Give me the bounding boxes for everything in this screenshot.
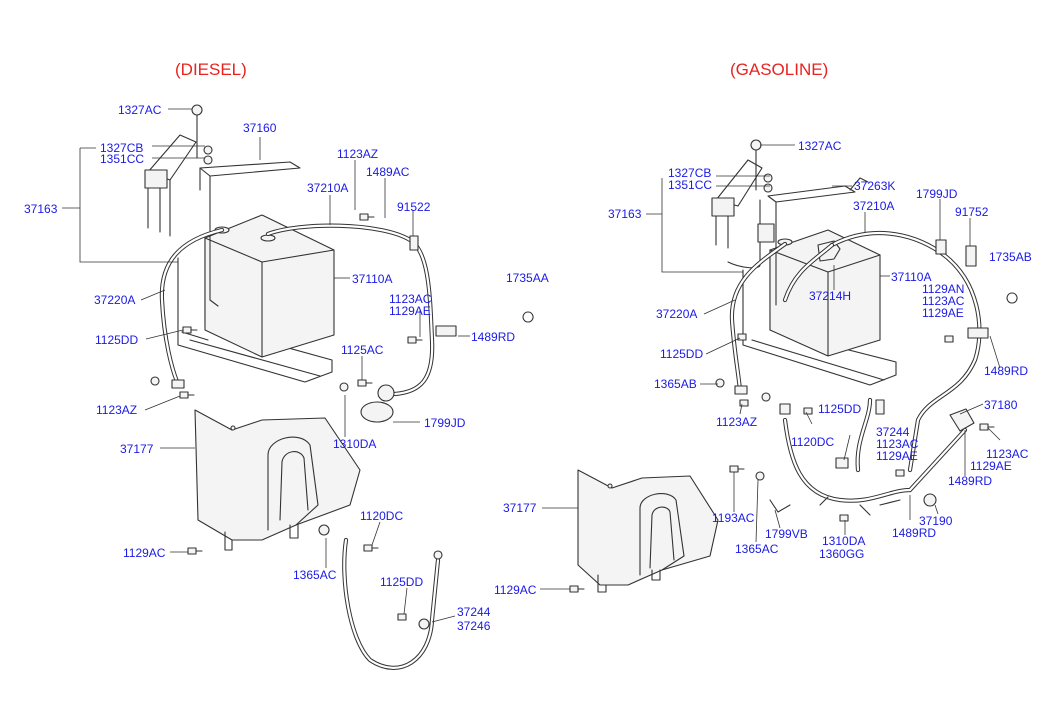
diesel-bolt-1327ac <box>191 104 213 165</box>
label-37180: 37180 <box>984 398 1018 412</box>
label-1123ac-mid: 1123AC <box>876 437 919 451</box>
label-91522: 91522 <box>397 200 431 214</box>
gasoline-leader-lines <box>540 144 1001 590</box>
label-1193ac: 1193AC <box>712 511 755 525</box>
label-37190: 37190 <box>919 514 953 528</box>
label-1123ac-right: 1123AC <box>986 447 1029 461</box>
label-37263k: 37263K <box>854 179 895 193</box>
label-37246: 37246 <box>457 619 491 633</box>
label-1120dc: 1120DC <box>791 435 834 449</box>
label-37244: 37244 <box>457 605 491 619</box>
label-1327ac: 1327AC <box>118 103 162 117</box>
label-1123az-low: 1123AZ <box>96 403 137 417</box>
gasoline-assembly: 1327AC 1327CB 1351CC 37263K 1799JD 37163… <box>494 139 1032 597</box>
gasoline-hold-down-bracket <box>711 139 869 306</box>
label-1489rd-b: 1489RD <box>892 526 936 540</box>
label-1327cb: 1327CB <box>100 141 143 155</box>
gasoline-battery-cover <box>569 469 719 593</box>
label-1125dd: 1125DD <box>660 347 703 361</box>
label-1129ac: 1129AC <box>123 546 166 560</box>
label-37220a: 37220A <box>656 307 697 321</box>
label-1489rd-low: 1489RD <box>948 474 992 488</box>
gasoline-negative-cable <box>729 241 788 395</box>
label-1125ac: 1125AC <box>341 343 384 357</box>
label-37244: 37244 <box>876 425 910 439</box>
title-gasoline: (GASOLINE) <box>730 60 829 79</box>
label-1310da: 1310DA <box>822 534 865 548</box>
label-1123ac: 1123AC <box>389 292 432 306</box>
diesel-battery <box>204 214 335 358</box>
label-1129ae: 1129AE <box>389 304 431 318</box>
label-1351cc: 1351CC <box>100 152 144 166</box>
label-1125dd-mid: 1125DD <box>818 402 861 416</box>
diesel-negative-cable <box>159 227 225 389</box>
label-1735ab: 1735AB <box>989 250 1032 264</box>
label-37177: 37177 <box>120 442 154 456</box>
label-1129ae-mid: 1129AE <box>876 449 918 463</box>
label-1129ae: 1129AE <box>922 306 964 320</box>
label-37214h: 37214H <box>809 289 851 303</box>
label-1310da: 1310DA <box>333 437 376 451</box>
label-1351cc: 1351CC <box>668 178 712 192</box>
diesel-small-bolts <box>150 213 534 399</box>
label-1123ac: 1123AC <box>922 294 965 308</box>
label-1129ac: 1129AC <box>494 583 537 597</box>
label-1123az-top: 1123AZ <box>337 147 378 161</box>
label-1125dd-low: 1125DD <box>380 575 423 589</box>
diesel-leader-lines <box>62 108 470 623</box>
label-1120dc: 1120DC <box>360 509 403 523</box>
label-1365ac: 1365AC <box>293 568 337 582</box>
label-37210a: 37210A <box>307 181 348 195</box>
label-37160: 37160 <box>243 121 277 135</box>
gasoline-positive-cable <box>782 231 989 473</box>
label-1327ac: 1327AC <box>798 139 842 153</box>
label-37110a: 37110A <box>352 272 392 286</box>
label-37110a: 37110A <box>891 270 931 284</box>
diesel-positive-cable <box>265 223 457 423</box>
title-diesel: (DIESEL) <box>175 60 247 79</box>
label-1735aa: 1735AA <box>506 271 549 285</box>
gasoline-part-labels: 1327AC 1327CB 1351CC 37263K 1799JD 37163… <box>494 139 1032 597</box>
diesel-assembly: 1327AC 1327CB 1351CC 37160 37163 1123AZ … <box>24 103 549 670</box>
label-1799jd: 1799JD <box>916 187 958 201</box>
label-37163: 37163 <box>24 202 58 216</box>
label-1365ab: 1365AB <box>654 377 697 391</box>
label-37163: 37163 <box>608 207 642 221</box>
label-1365ac: 1365AC <box>735 542 779 556</box>
label-1489rd: 1489RD <box>984 364 1028 378</box>
label-1129an: 1129AN <box>922 282 964 296</box>
label-1489rd: 1489RD <box>471 330 515 344</box>
label-91752: 91752 <box>955 205 989 219</box>
label-37210a: 37210A <box>853 199 894 213</box>
label-37220a: 37220A <box>94 293 135 307</box>
label-37177: 37177 <box>503 501 537 515</box>
label-1799vb: 1799VB <box>765 527 808 541</box>
diesel-part-labels: 1327AC 1327CB 1351CC 37160 37163 1123AZ … <box>24 103 549 633</box>
diesel-ground-cable <box>187 524 443 670</box>
label-1125dd: 1125DD <box>95 333 138 347</box>
gasoline-battery <box>769 229 881 357</box>
gasoline-wire-harness <box>715 292 1018 522</box>
diesel-battery-cover <box>194 409 361 551</box>
label-1799jd: 1799JD <box>424 416 466 430</box>
label-1327cb: 1327CB <box>668 166 711 180</box>
label-1123az: 1123AZ <box>716 415 757 429</box>
diesel-hold-down-bracket <box>144 134 301 307</box>
label-1129ae-right: 1129AE <box>970 459 1012 473</box>
label-1489ac: 1489AC <box>366 165 410 179</box>
label-1360gg: 1360GG <box>819 547 864 561</box>
